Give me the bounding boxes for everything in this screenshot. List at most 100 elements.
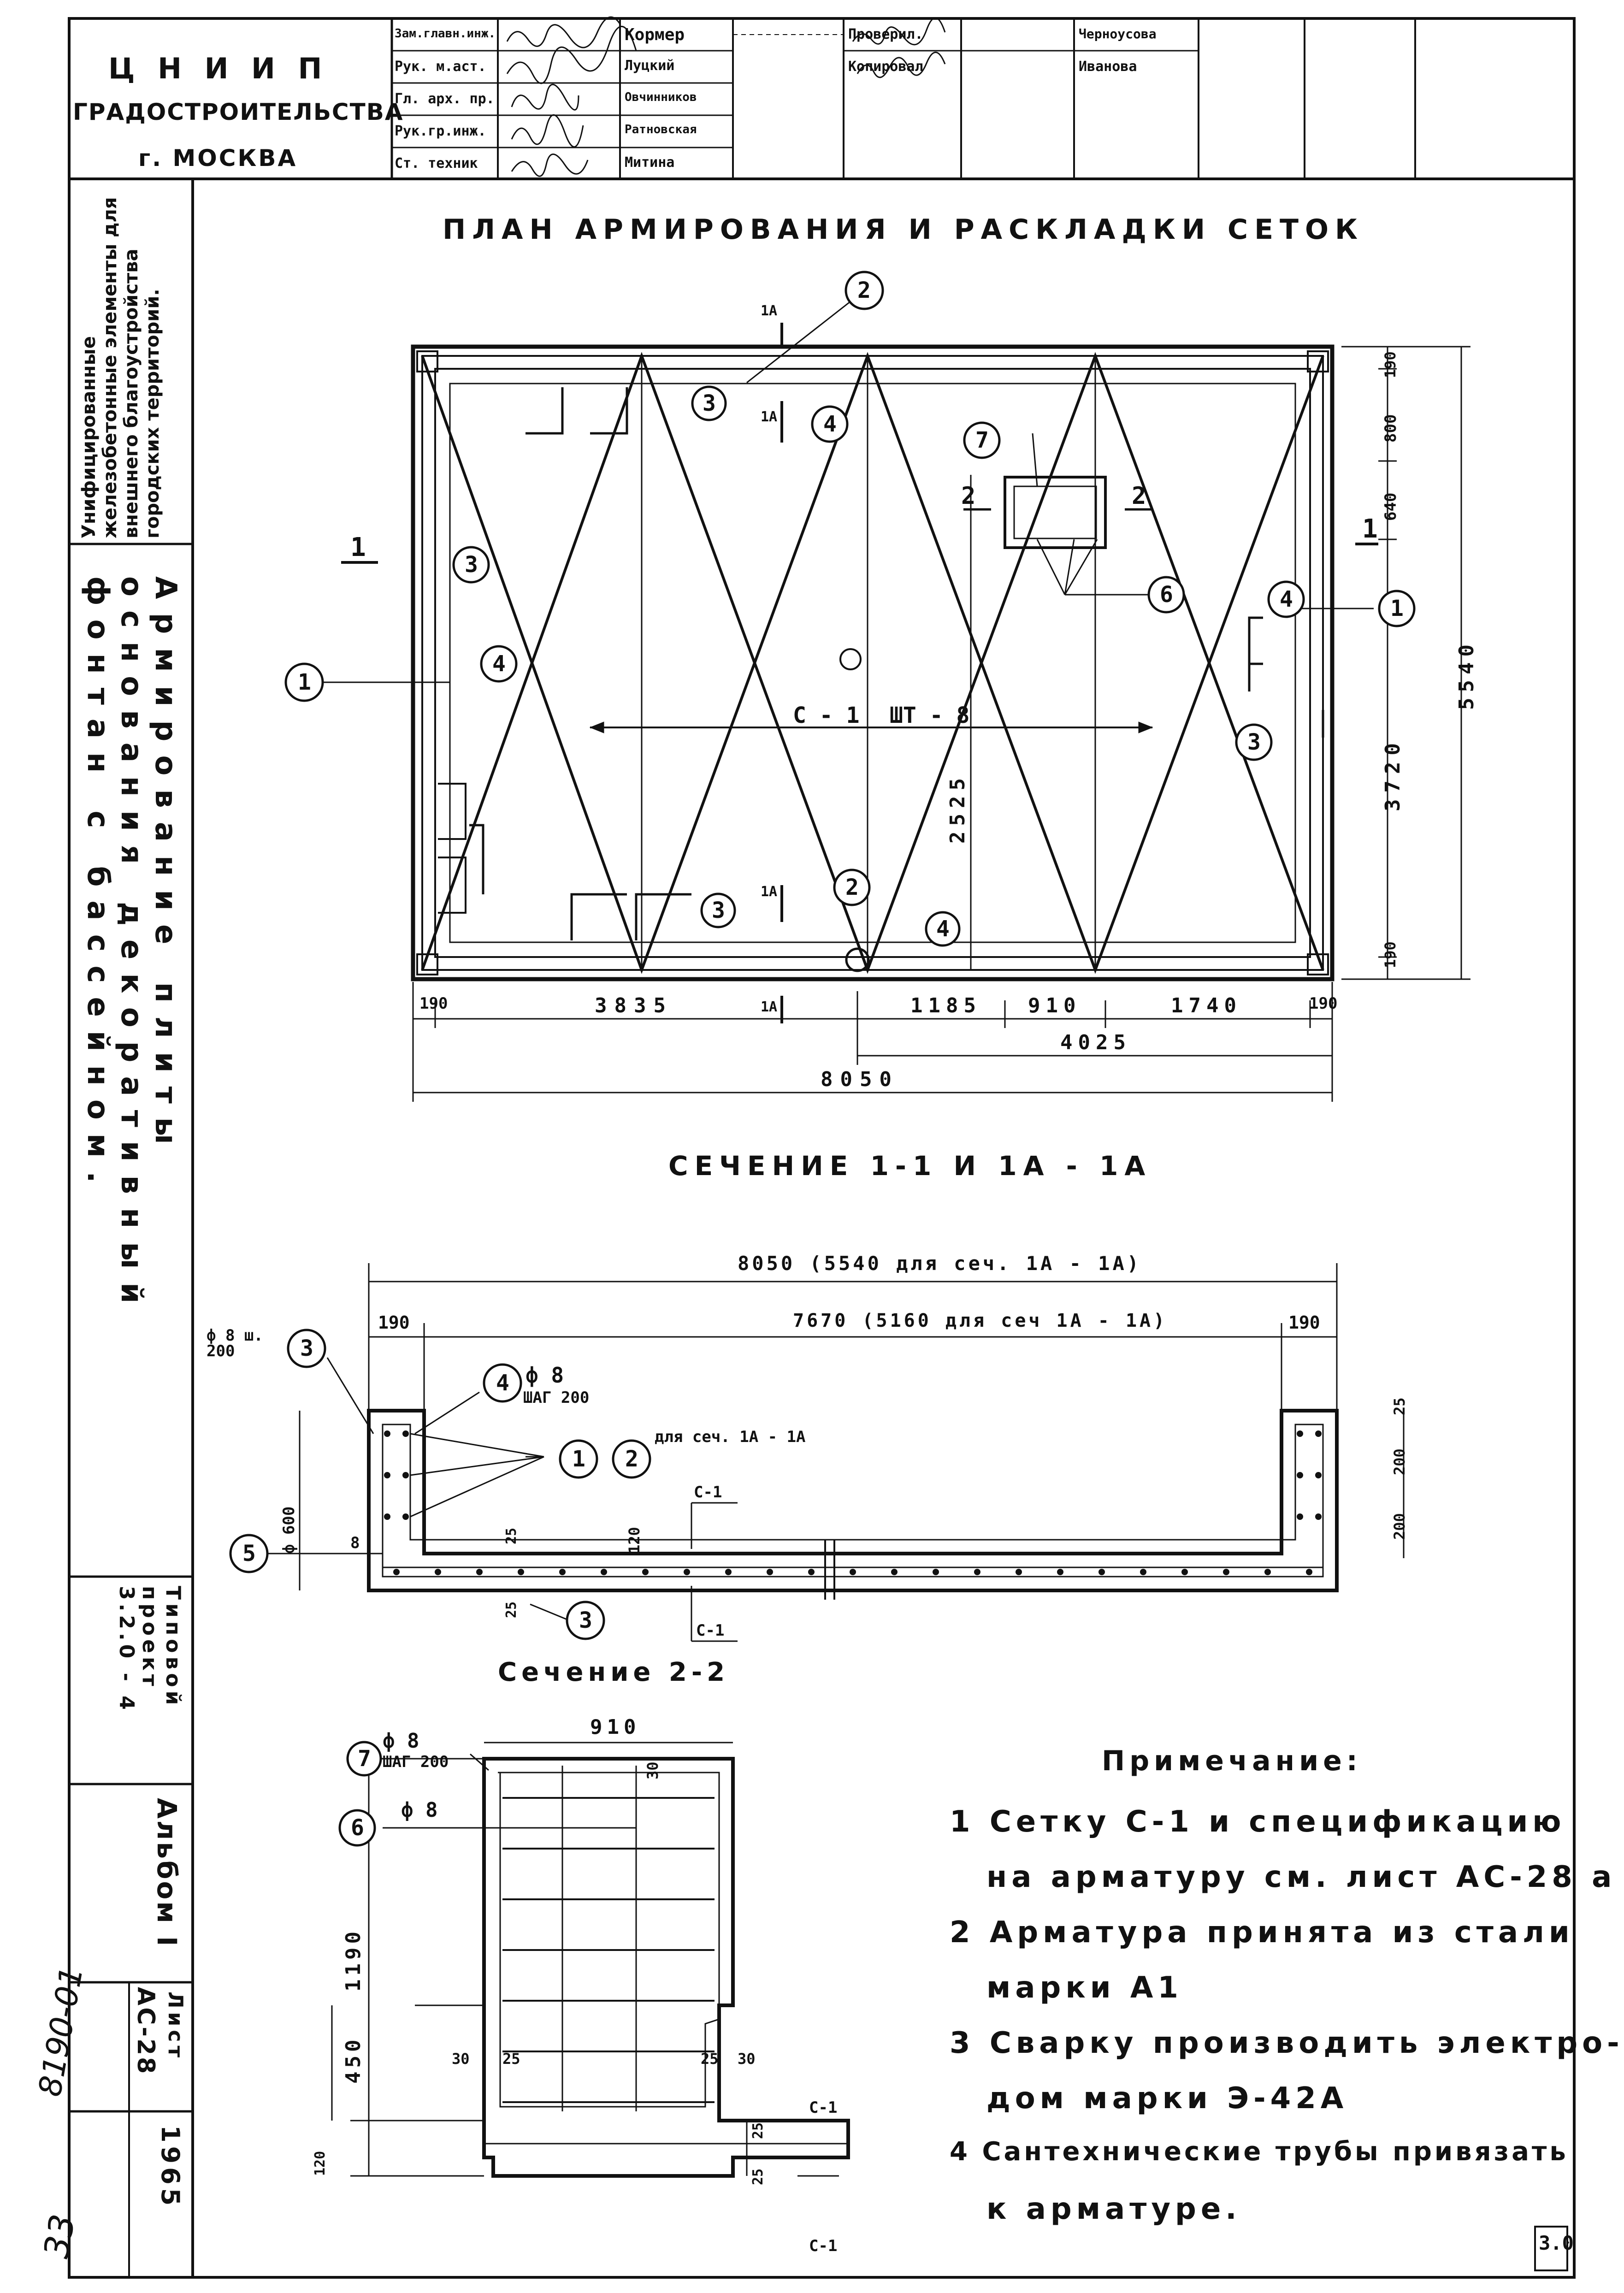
s11-dim-r-200a: 200 [1391, 1448, 1408, 1475]
project-number: Типовой проект 3.2.0 - 4 [114, 1586, 185, 1714]
bubble-6-plan: 6 [1160, 582, 1173, 608]
name-1: Кормер [625, 25, 685, 44]
bubble-3-top: 3 [703, 390, 716, 416]
note-line-2: на арматуру см. лист АС-28 а [986, 1860, 1617, 1894]
cut-1a-mid: 1А [761, 409, 778, 425]
s11-bar4-step: ШАГ 200 [523, 1389, 590, 1407]
s11-dim-25b: 25 [503, 1601, 520, 1618]
org-subname: ГРАДОСТРОИТЕЛЬСТВА [73, 99, 404, 125]
bubble-3-bottom: 3 [712, 898, 725, 923]
s22-dim-25-left: 25 [502, 2050, 520, 2068]
role-5: Ст. техник [395, 155, 478, 171]
s11-mesh-bottom: С-1 [696, 1621, 725, 1640]
dim-8050: 8050 [821, 1068, 899, 1091]
s11-dim-inner: 7670 (5160 для сеч 1А - 1А) [793, 1310, 1168, 1331]
bubble-1-left: 1 [298, 669, 311, 695]
sheet-frame [68, 17, 1576, 2279]
s22-bar7-step: ШАГ 200 [383, 1753, 449, 1771]
bubble-4-top: 4 [823, 411, 837, 437]
cut-2-right: 2 [1132, 482, 1146, 510]
bubble-2-bottom: 2 [845, 875, 859, 900]
role-4: Рук.гр.инж. [395, 123, 486, 139]
check-role-1: Проверил. [848, 26, 923, 42]
s11-dim-8: 8 [350, 1534, 360, 1552]
s11-dim-25a: 25 [503, 1527, 520, 1544]
s22-dim-25-right: 25 [701, 2050, 719, 2068]
s22-dim-25-bottom-b: 25 [750, 2168, 766, 2185]
callout-bubbles [229, 271, 1416, 1847]
s11-for-section: для сеч. 1А - 1А [655, 1428, 806, 1446]
dim-b-1740: 1740 [1171, 994, 1242, 1017]
s22-bubble-6: 6 [351, 1815, 364, 1841]
sheet-label: Лист [164, 1992, 187, 2061]
dim-b-3835: 3835 [595, 994, 673, 1017]
s11-dim-r-200b: 200 [1391, 1513, 1408, 1540]
role-2: Рук. м.аст. [395, 59, 486, 75]
s22-bar7-spec: ф 8 [383, 1729, 419, 1753]
bubble-4-left: 4 [492, 651, 506, 677]
cut-1a-low: 1А [761, 884, 778, 900]
drawing-sheet [68, 16, 1576, 2279]
s11-dim-side-right: 190 [1288, 1312, 1320, 1333]
s11-bar4-spec: ф 8 [526, 1363, 564, 1388]
s11-bar5-spec: ф 600 [280, 1506, 298, 1554]
s22-dim-30-left: 30 [452, 2050, 470, 2068]
org-city: г. МОСКВА [138, 145, 298, 171]
check-role-2: Копировал [848, 59, 923, 75]
note-line-4: марки А1 [986, 1971, 1183, 2005]
s22-dim-30-top: 30 [644, 1761, 661, 1779]
name-5: Митина [625, 154, 675, 171]
dim-r-190b: 190 [1382, 941, 1399, 968]
note-line-5: 3 Сварку производить электро- [950, 2026, 1624, 2060]
dim-r-640: 640 [1382, 492, 1400, 521]
dim-r-800: 800 [1382, 414, 1400, 443]
year: 1965 [156, 2125, 185, 2210]
note-line-3: 2 Арматура принята из стали [950, 1915, 1574, 1950]
sheet-title: Армирование плиты основания декоративный… [80, 576, 183, 1318]
s11-bubble-3-top: 3 [300, 1336, 313, 1361]
dim-2525: 2525 [946, 773, 969, 844]
section-2-2-drawing [331, 1742, 850, 2178]
s22-mesh-top: С-1 [809, 2098, 838, 2117]
s22-mesh-bottom: С-1 [809, 2237, 838, 2255]
s22-dim-910: 910 [590, 1715, 641, 1739]
s11-mesh-top: С-1 [694, 1483, 722, 1501]
cut-1a-bottom: 1А [761, 999, 778, 1015]
s22-dim-1190: 1190 [342, 1928, 365, 1992]
name-3: Овчинников [625, 90, 697, 104]
cut-2-left: 2 [961, 482, 976, 510]
dim-4025: 4025 [1060, 1031, 1131, 1054]
dim-r-3720: 3720 [1381, 737, 1405, 811]
dim-5540: 5540 [1455, 639, 1478, 710]
signatures [506, 16, 946, 177]
mesh-label: С - 1 [793, 703, 860, 728]
plan-title: ПЛАН АРМИРОВАНИЯ И РАСКЛАДКИ СЕТОК [443, 213, 1364, 246]
note-line-1: 1 Сетку С-1 и спецификацию [950, 1805, 1566, 1839]
section-1-1-drawing [267, 1263, 1405, 1642]
s11-bubble-3-bottom: 3 [579, 1607, 592, 1633]
check-name-2: Иванова [1079, 59, 1137, 75]
s11-bubble-2: 2 [625, 1446, 638, 1472]
bubble-7-plan: 7 [975, 427, 989, 453]
s22-dim-30-right: 30 [738, 2050, 756, 2068]
s22-dim-450: 450 [342, 2036, 365, 2084]
cut-1-left: 1 [350, 532, 366, 562]
name-4: Ратновская [625, 123, 697, 136]
dim-r-190a: 190 [1382, 351, 1399, 378]
s11-dim-side-left: 190 [378, 1312, 410, 1333]
stamp-number: 3.0 [1539, 2232, 1574, 2254]
s11-dim-r-25: 25 [1391, 1397, 1408, 1415]
note-line-7: 4 Сантехнические трубы привязать [950, 2137, 1569, 2167]
check-name-1: Черноусова [1079, 26, 1157, 41]
bubble-3-left: 3 [465, 552, 478, 578]
album-label: Альбом I [151, 1798, 183, 1948]
dim-b-1185: 1185 [910, 994, 981, 1017]
plan-drawing [313, 299, 1470, 1102]
series-title: Унифицированные железобетонные элементы … [78, 197, 163, 538]
s22-bubble-7: 7 [358, 1746, 371, 1772]
section-11-title: СЕЧЕНИЕ 1-1 И 1А - 1А [668, 1150, 1152, 1182]
s11-bubble-5: 5 [242, 1541, 256, 1566]
s11-bar3-spec: ф 8 ш. 200 [207, 1326, 263, 1360]
s11-bubble-1: 1 [572, 1446, 585, 1472]
cut-1-right: 1 [1362, 514, 1378, 544]
